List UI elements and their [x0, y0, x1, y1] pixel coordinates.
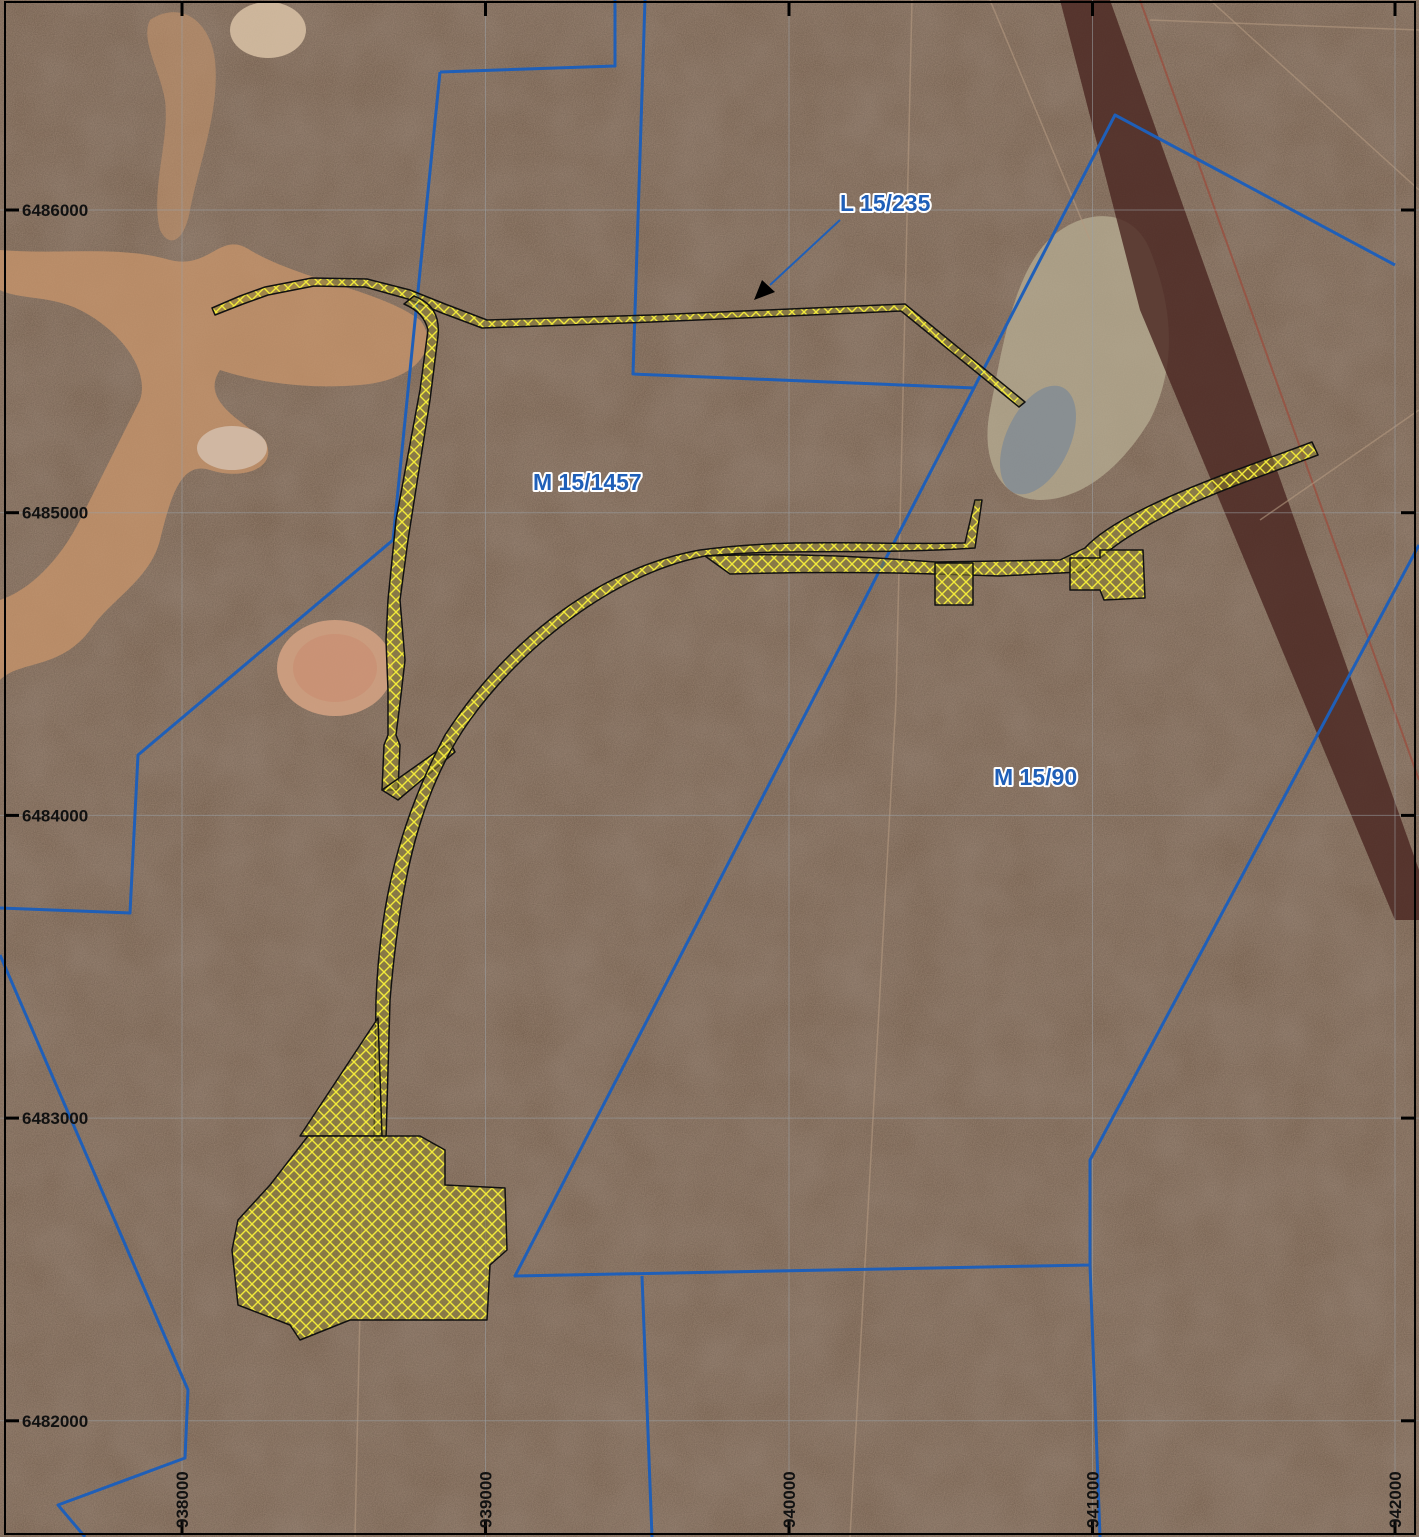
- northing-labels: 6486000 6485000 6484000 6483000 6482000: [22, 201, 88, 1431]
- haul-road-east: [704, 441, 1319, 577]
- boundary-west: [0, 71, 442, 915]
- easting-label: 942000: [1386, 1471, 1405, 1528]
- salt-pan-north: [230, 2, 306, 58]
- label-m15-90: M 15/90: [994, 764, 1077, 790]
- boundary-south-west: [0, 954, 190, 1537]
- plant-footprint: [231, 1135, 508, 1341]
- boundary-south-east: [1088, 1264, 1102, 1537]
- boundary-l15-235-north: [439, 0, 617, 74]
- northing-label: 6482000: [22, 1412, 88, 1431]
- label-l15-235: L 15/235: [840, 190, 931, 216]
- label-leader-arrow: [754, 219, 841, 300]
- map-frame: [4, 1, 1416, 1535]
- easting-label: 941000: [1084, 1471, 1103, 1528]
- haul-road-curved: [373, 499, 983, 1141]
- vegetation-band: [1060, 0, 1419, 920]
- easting-labels: 938000 939000 940000 941000 942000: [173, 1471, 1405, 1528]
- northing-label: 6485000: [22, 504, 88, 523]
- pad-west: [934, 562, 974, 606]
- label-m15-1457: M 15/1457: [533, 469, 642, 495]
- northing-label: 6483000: [22, 1109, 88, 1128]
- easting-label: 938000: [173, 1471, 192, 1528]
- pit: [1000, 385, 1076, 495]
- disturbance-footprint: [211, 277, 1319, 1341]
- corridor-pipeline: [211, 277, 1026, 408]
- boundary-south-vertical: [640, 1275, 654, 1537]
- boundary-central: [631, 0, 976, 390]
- northing-label: 6484000: [22, 806, 88, 825]
- grid-ticks: [5, 2, 1415, 1534]
- easting-label: 940000: [780, 1471, 799, 1528]
- boundary-m15-90: [513, 113, 1419, 1278]
- northing-label: 6486000: [22, 201, 88, 220]
- easting-label: 939000: [477, 1471, 496, 1528]
- pad-east: [1069, 549, 1146, 601]
- tenement-labels: L 15/235 M 15/1457 M 15/90: [531, 188, 1079, 792]
